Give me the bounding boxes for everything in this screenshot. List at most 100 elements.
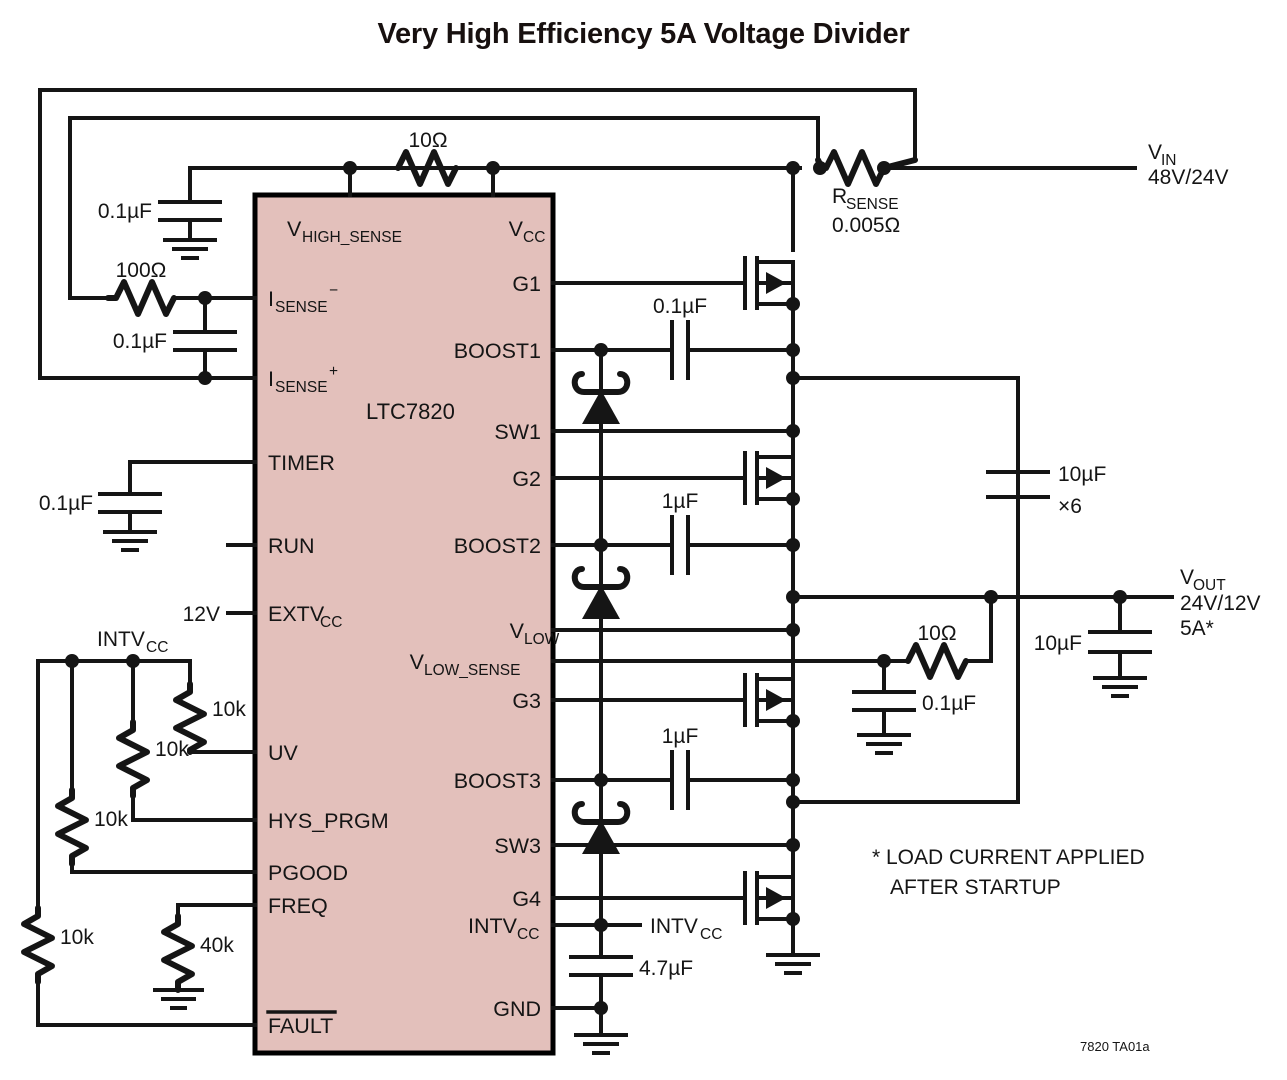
- doc-code: 7820 TA01a: [1080, 1039, 1150, 1054]
- m2-body-diode-arrow: [766, 467, 786, 489]
- pin-sub-intvcc: CC: [517, 926, 539, 943]
- junction-vin-m1: [786, 161, 800, 175]
- label-vout-name: V: [1180, 566, 1194, 589]
- label-intvcc-pin-net: INTV: [650, 915, 698, 938]
- pin-label-sw1: SW1: [494, 420, 541, 444]
- wire-rhys-to-hys: [131, 794, 257, 822]
- label-intvcc-rail: INTV: [97, 628, 145, 651]
- label-r-uv: 10k: [212, 698, 246, 721]
- pin-sub-vlow-sense: LOW_SENSE: [424, 662, 520, 679]
- ic-part-number: LTC7820: [366, 399, 455, 424]
- pin-label-gnd: GND: [493, 997, 541, 1021]
- junction-rsense-left: [813, 161, 827, 175]
- m3-body-diode-arrow: [766, 689, 786, 711]
- label-c-isense: 0.1µF: [113, 330, 167, 353]
- m4-body-diode-arrow: [766, 887, 786, 909]
- label-c-out: 10µF: [1034, 632, 1082, 655]
- label-vin-sub: IN: [1161, 152, 1177, 169]
- pin-sub-extvcc: CC: [320, 614, 342, 631]
- pin-label-freq: FREQ: [268, 894, 328, 918]
- pin-label-vlow-sense: V: [410, 650, 425, 674]
- resistor-fault-10k: [21, 905, 55, 985]
- label-vout-value: 24V/12V: [1180, 592, 1261, 615]
- pin-label-run: RUN: [268, 534, 315, 558]
- label-rsense-sub: SENSE: [846, 196, 899, 213]
- wire-isense-plus-outer: [38, 88, 917, 380]
- junction-boost2-cap: [786, 538, 800, 552]
- diode1-cathode-curl: [571, 371, 631, 395]
- label-vout-current: 5A*: [1180, 617, 1214, 640]
- pin-label-boost3: BOOST3: [454, 769, 541, 793]
- pin-label-g3: G3: [512, 689, 541, 713]
- pin-sub-isense-minus: SENSE: [275, 299, 328, 316]
- label-c-timer: 0.1µF: [39, 492, 93, 515]
- label-r-isense: 100Ω: [116, 259, 167, 282]
- diode2-triangle: [582, 585, 620, 619]
- label-intvcc-rail-sub: CC: [146, 639, 168, 656]
- wire-timer: [128, 460, 257, 494]
- pin-label-boost1: BOOST1: [454, 339, 541, 363]
- junction-isense-plus: [198, 371, 212, 385]
- junction-vout-tap: [984, 590, 998, 604]
- diode1-triangle: [582, 390, 620, 424]
- page-title: Very High Efficiency 5A Voltage Divider: [377, 18, 910, 50]
- pin-label-fault: FAULT: [268, 1014, 333, 1038]
- label-vin-name: V: [1148, 141, 1162, 164]
- label-c-boost2: 1µF: [662, 490, 699, 513]
- m1-body-diode-arrow: [766, 272, 786, 294]
- pin-label-hys-prgm: HYS_PRGM: [268, 809, 389, 833]
- pin-label-vlow: V: [510, 619, 525, 643]
- junction-boost3-cap: [786, 773, 800, 787]
- label-extvcc-supply: 12V: [183, 603, 220, 626]
- footnote-line2: AFTER STARTUP: [890, 876, 1061, 899]
- label-c-out-bulk-qty: ×6: [1058, 495, 1082, 518]
- pin-label-vhigh-sense: V: [287, 217, 302, 241]
- pin-label-intvcc: INTV: [468, 914, 518, 938]
- diode3-triangle: [582, 820, 620, 854]
- pin-sub-vhigh-sense: HIGH_SENSE: [302, 229, 402, 246]
- resistor-uv-10k: [173, 681, 207, 755]
- label-c-vlow-filter: 0.1µF: [922, 692, 976, 715]
- label-c-out-bulk: 10µF: [1058, 463, 1106, 486]
- resistor-vlow-filter: [905, 642, 969, 680]
- pin-sup-isense-minus: −: [329, 282, 338, 299]
- wire-rfault-to-fault: [36, 980, 257, 1027]
- resistor-10ohm-vcc: [395, 149, 459, 187]
- label-r-vlow-filter: 10Ω: [917, 622, 956, 645]
- label-intvcc-pin-net-sub: CC: [700, 926, 722, 943]
- wire-rpgood-to-pgood: [70, 862, 257, 874]
- wire-vlow-filter-r: [964, 595, 993, 663]
- resistor-pgood-10k: [55, 787, 89, 867]
- label-r-hys: 10k: [155, 738, 189, 761]
- wire-isense-minus-outer: [68, 116, 820, 300]
- footnote-line1: * LOAD CURRENT APPLIED: [872, 846, 1145, 869]
- label-r-freq: 40k: [200, 934, 234, 957]
- pin-label-isense-minus: I: [268, 287, 274, 311]
- ic-body-ltc7820: [252, 192, 556, 1056]
- label-c-boost1: 0.1µF: [653, 295, 707, 318]
- resistor-hys-10k: [116, 719, 150, 799]
- pin-sub-isense-plus: SENSE: [275, 379, 328, 396]
- wire-freq-to-r40k: [176, 903, 257, 918]
- pin-label-g1: G1: [512, 272, 541, 296]
- junction-m4-source: [786, 912, 800, 926]
- label-c-vhigh: 0.1µF: [98, 200, 152, 223]
- label-r-pgood: 10k: [94, 808, 128, 831]
- pin-label-boost2: BOOST2: [454, 534, 541, 558]
- resistor-100ohm: [105, 279, 177, 317]
- diode2-cathode-curl: [571, 566, 631, 590]
- junction-rsense-right: [877, 161, 891, 175]
- label-r-vcc: 10Ω: [408, 129, 447, 152]
- label-c-boost3: 1µF: [662, 725, 699, 748]
- pin-label-extvcc: EXTV: [268, 602, 325, 626]
- pin-sub-vcc: CC: [523, 229, 545, 246]
- pin-label-pgood: PGOOD: [268, 861, 348, 885]
- pin-label-isense-plus: I: [268, 367, 274, 391]
- label-rsense-value: 0.005Ω: [832, 214, 900, 237]
- resistor-freq-40k: [161, 913, 195, 993]
- label-rsense-name: R: [832, 185, 847, 208]
- resistor-rsense: [815, 149, 887, 187]
- pin-sup-isense-plus: +: [329, 363, 338, 380]
